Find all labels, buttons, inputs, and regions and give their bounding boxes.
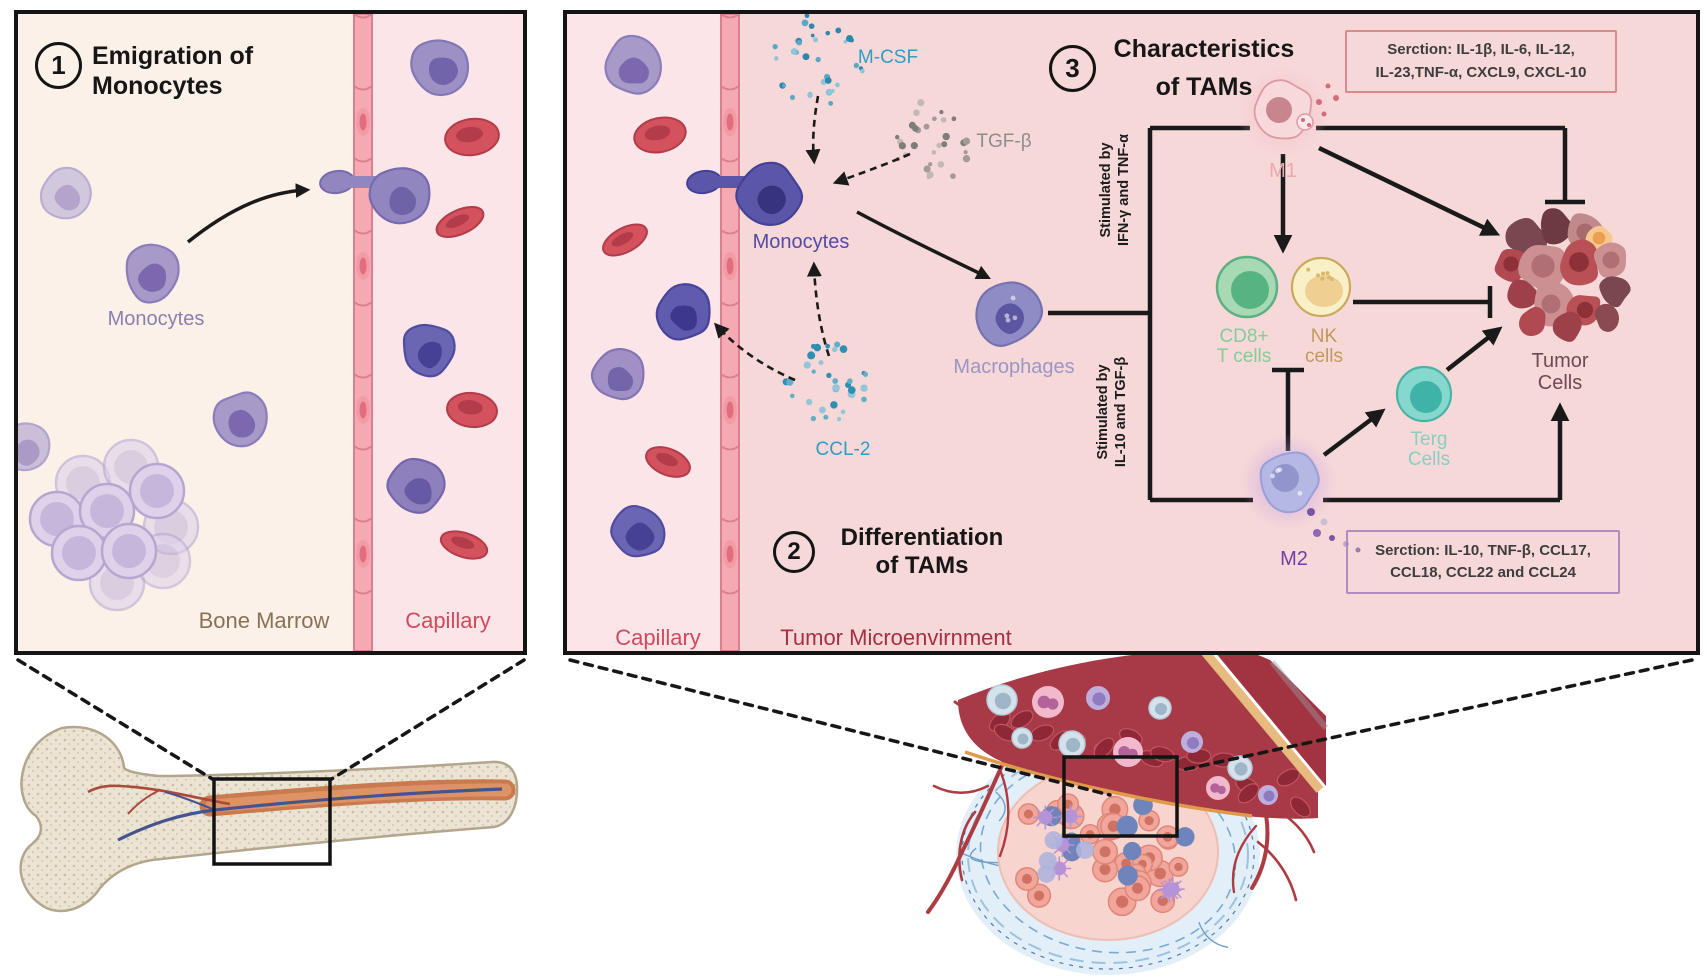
m2-secretion-dot <box>1329 535 1335 541</box>
tgfb-label: TGF-β <box>976 131 1032 152</box>
panel1-title: Emigration of Monocytes <box>92 42 254 100</box>
stimulated-by-m1-label: Stimulated by IFN-γ and TNF-α <box>1098 133 1132 247</box>
step-2-badge: 2 <box>773 531 815 573</box>
zoom-connector-line <box>328 658 526 782</box>
macrophages-label: Macrophages <box>953 356 1075 378</box>
monocyte-to-macrophage-arrow <box>856 210 991 279</box>
monocyte-cell <box>590 347 645 401</box>
tumor-tissue-illustration <box>926 646 1329 975</box>
step-3-badge: 3 <box>1049 45 1096 92</box>
bone-blue-vessel <box>117 787 503 842</box>
m2-secretion-dot <box>1355 547 1361 553</box>
ccl2-recruitment-arrow <box>713 322 796 382</box>
m2-secretion-dot <box>1320 518 1328 526</box>
red-blood-cell <box>633 116 687 154</box>
red-blood-cell <box>645 446 691 478</box>
stimulated-by-m2-label: Stimulated by IL-10 and TGF-β <box>1095 356 1129 468</box>
terg-to-tumor-arrow <box>1445 326 1503 372</box>
progenitor-cell-cluster <box>28 438 200 612</box>
zoom-connector-line <box>1180 658 1694 772</box>
bone-zoom-outline-rect <box>212 777 332 866</box>
ccl2-molecule-dots <box>782 341 869 422</box>
monocyte-cell <box>386 457 446 514</box>
monocyte-cell <box>410 39 470 97</box>
step-3-title: Characteristics of TAMs <box>1113 35 1295 101</box>
emigration-arrow <box>186 183 311 244</box>
vessel-immune-cells <box>986 684 1278 805</box>
red-blood-cell <box>435 206 485 238</box>
capillary-label: Capillary <box>615 625 701 650</box>
panel-emigration-of-monocytes: 1 Emigration of Monocytes Monocytes Bone… <box>14 10 527 655</box>
cd8-t-cells-label: CD8+ T cells <box>1216 326 1272 367</box>
monocyte-cell <box>212 391 268 448</box>
m1-kills-tumor-arrow <box>1318 145 1501 236</box>
ccl2-label: CCL-2 <box>815 439 871 460</box>
panel-tumor-microenvironment: 2 Differentiation of TAMs 3 Characterist… <box>563 10 1700 655</box>
monocyte-cell <box>18 422 51 472</box>
cd8-t-cell <box>1215 255 1279 319</box>
vessel-wall-stripe <box>1201 649 1324 793</box>
m2-label: M2 <box>1280 548 1308 570</box>
transmigrating-monocyte <box>686 161 804 227</box>
monocyte-cell <box>402 323 456 378</box>
zoom-connector-line <box>16 658 216 782</box>
tumor-zoom-outline-rect <box>1062 755 1179 838</box>
step-1-number: 1 <box>51 50 66 80</box>
zoom-connector-line <box>568 658 1112 797</box>
tumor-microenvironment-label: Tumor Microenvirnment <box>780 625 1012 650</box>
m2-secretion-dot <box>1307 508 1315 516</box>
m2-macrophage-cell <box>1240 434 1361 553</box>
tgfb-to-monocyte-arrow <box>832 152 911 186</box>
m2-to-terg-arrow <box>1322 408 1386 457</box>
m1-secretion-box: Serction: IL-1β, IL-6, IL-12, IL-23,TNF-… <box>1345 30 1617 93</box>
red-blood-cell <box>444 117 500 157</box>
monocyte-cell <box>610 504 666 558</box>
bone-marrow-capillary-scene <box>18 14 500 651</box>
blood-vessel-band <box>958 646 1329 819</box>
monocyte-cell <box>39 166 92 220</box>
capillary-label: Capillary <box>405 608 491 633</box>
red-blood-cell <box>439 530 489 560</box>
tumor-cells-cluster <box>1494 208 1631 342</box>
m1-label: M1 <box>1269 160 1297 182</box>
capillary-wall <box>353 14 373 651</box>
tumor-cells-label: Tumor Cells <box>1531 350 1589 394</box>
terg-cells-label: Terg Cells <box>1407 429 1451 470</box>
monocytes-label: Monocytes <box>107 308 205 330</box>
red-blood-cell <box>446 391 498 429</box>
mcsf-molecule-dots <box>772 14 865 106</box>
bone-marrow-label: Bone Marrow <box>198 608 330 633</box>
bone-red-vessel <box>87 784 231 806</box>
terg-cell <box>1395 365 1453 423</box>
red-blood-cell <box>602 223 648 257</box>
monocyte-cell <box>655 283 711 341</box>
macrophage-cell <box>975 281 1044 347</box>
monocytes-label: Monocytes <box>752 231 850 253</box>
nk-cell <box>1290 256 1352 318</box>
step-3-number: 3 <box>1065 53 1080 83</box>
transmigrating-monocyte <box>319 167 431 225</box>
step-2-number: 2 <box>787 538 801 565</box>
bone-illustration <box>19 725 519 913</box>
m1-macrophage-cell <box>1237 66 1339 158</box>
step-2-title: Differentiation of TAMs <box>840 524 1004 579</box>
step-1-badge: 1 <box>35 42 82 89</box>
mcsf-label: M-CSF <box>857 47 919 68</box>
ccl2-to-monocyte-arrow <box>806 261 831 357</box>
m2-secretion-dot <box>1313 529 1321 537</box>
nk-cells-label: NK cells <box>1304 326 1344 367</box>
m2-secretion-box: Serction: IL-10, TNF-β, CCL17, CCL18, CC… <box>1346 530 1620 594</box>
monocyte-cell <box>604 34 662 95</box>
zoom-connector-lines <box>16 658 1694 797</box>
monocyte-cell <box>125 243 180 304</box>
tgfb-molecule-dots <box>895 98 971 180</box>
tam-diagram-scene <box>590 14 1631 651</box>
mcsf-to-monocyte-arrow <box>805 95 821 165</box>
